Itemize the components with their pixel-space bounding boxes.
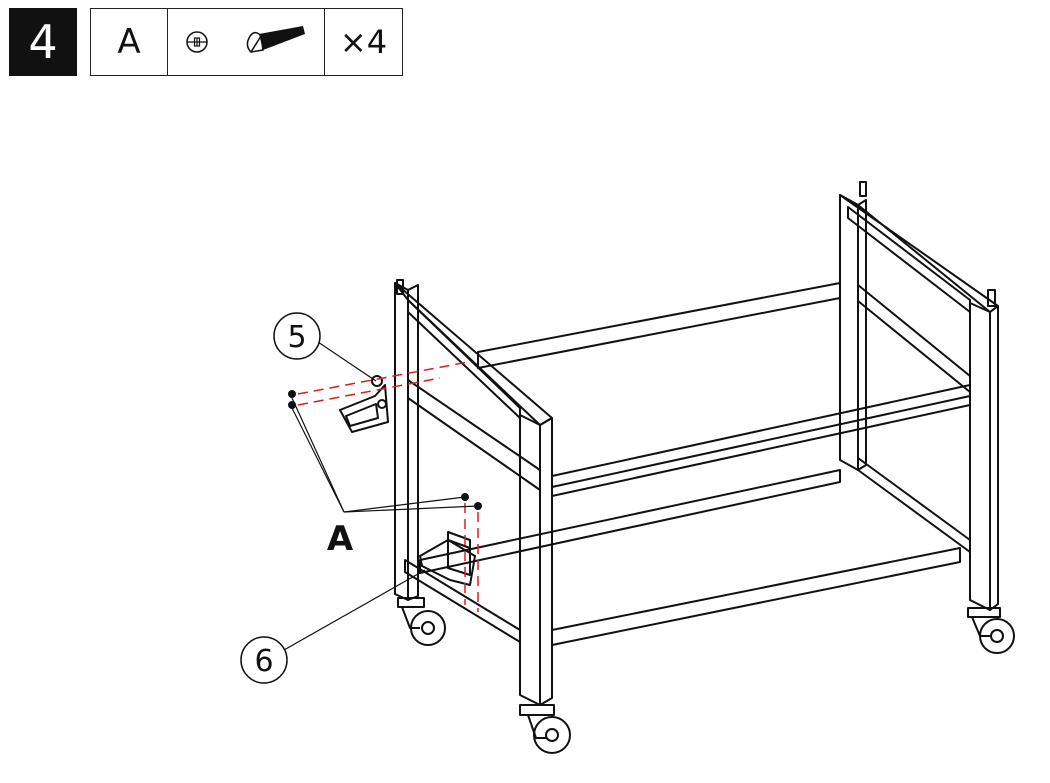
left-top-frame (394, 282, 553, 426)
bottom-shelf-rear-rail (419, 469, 841, 574)
parts-legend: A ×4 (90, 8, 403, 76)
bottom-shelf-front-rail (551, 547, 961, 646)
part-5-bracket (339, 375, 389, 433)
leader-part-5 (317, 341, 377, 382)
alignment-guides (297, 361, 479, 612)
leader-part-6 (283, 569, 426, 651)
rear-right-post (839, 181, 867, 471)
rear-top-rail (477, 282, 841, 369)
part-quantity: ×4 (324, 9, 402, 75)
leader-a-1 (291, 397, 345, 513)
fastener-label-a: A (327, 519, 354, 559)
step-number-badge: 4 (9, 8, 77, 76)
caster-front-left (519, 704, 571, 754)
phillips-screw-head-icon (186, 31, 208, 53)
right-lower-crossbar (857, 457, 971, 553)
part-6-bracket (419, 531, 476, 586)
caster-front-right (967, 607, 1015, 654)
leader-a-2 (291, 407, 345, 513)
bottom-shelf-left-rail (404, 559, 521, 643)
callout-5-text: 5 (287, 320, 306, 355)
right-top-frame (839, 194, 999, 313)
front-upper-rail (551, 384, 971, 497)
callout-6: 6 (240, 636, 288, 684)
left-upper-crossbar (407, 379, 541, 491)
rear-left-post (394, 279, 419, 601)
mushroom-head-screw-icon (246, 26, 305, 54)
right-upper-crossbar (857, 284, 971, 393)
screw-icons-cell (167, 9, 324, 75)
front-right-post (969, 289, 999, 611)
callout-6-text: 6 (254, 644, 273, 679)
leader-a-3 (343, 496, 466, 513)
callout-5: 5 (273, 312, 321, 360)
leader-a-4 (343, 505, 479, 513)
caster-rear-left (397, 597, 446, 646)
part-letter: A (117, 22, 141, 62)
